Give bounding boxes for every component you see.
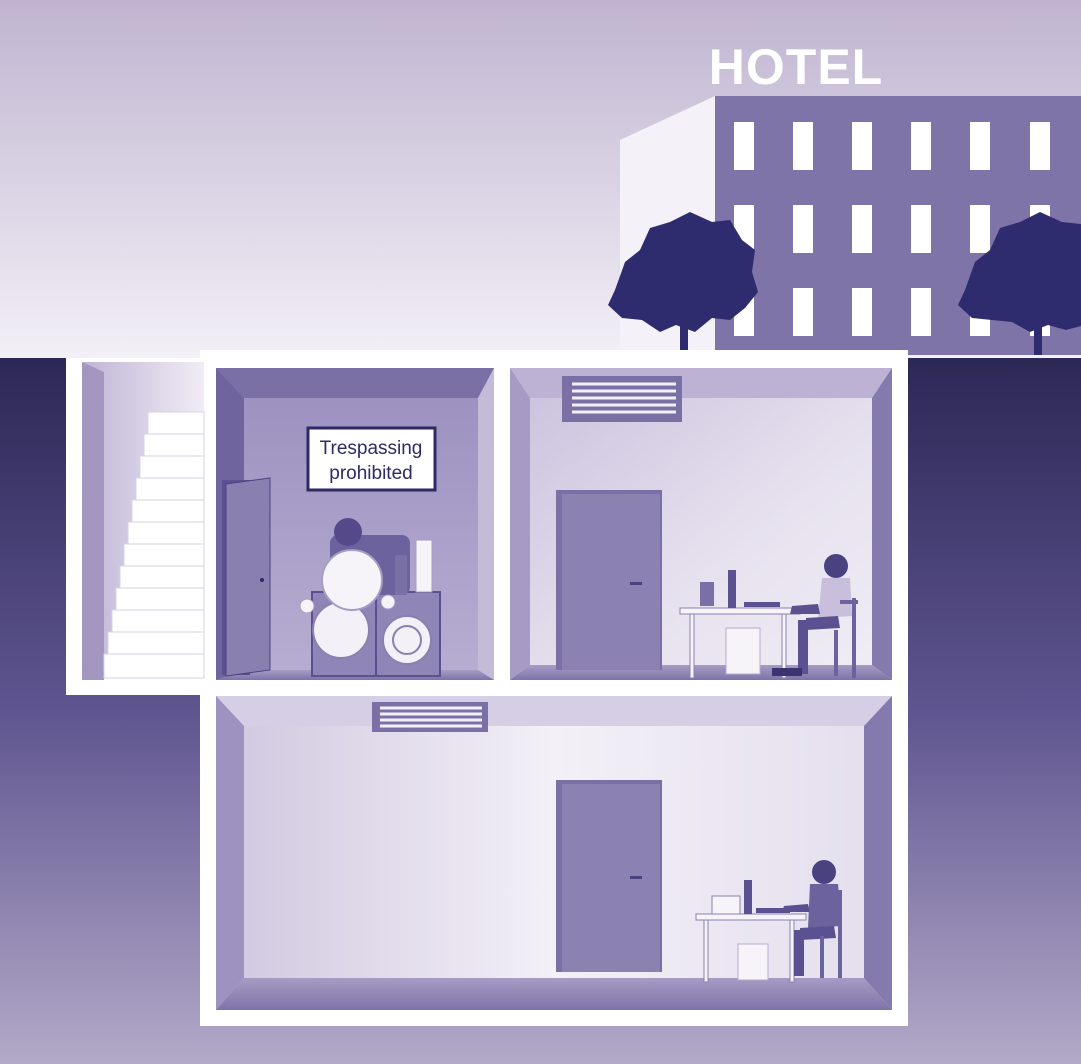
hotel-sign-label: HOTEL [709,39,883,95]
sign-line-1: Trespassing [320,438,423,459]
stairs-icon [82,362,204,680]
lower-room [216,696,892,1010]
sign-line-2: prohibited [329,463,412,484]
lower-room-door [556,780,662,972]
vent-icon [372,702,488,732]
vent-icon [562,376,682,422]
boiler-room: Trespassing prohibited [216,368,494,680]
upper-office [510,368,892,680]
office-door [556,490,662,670]
